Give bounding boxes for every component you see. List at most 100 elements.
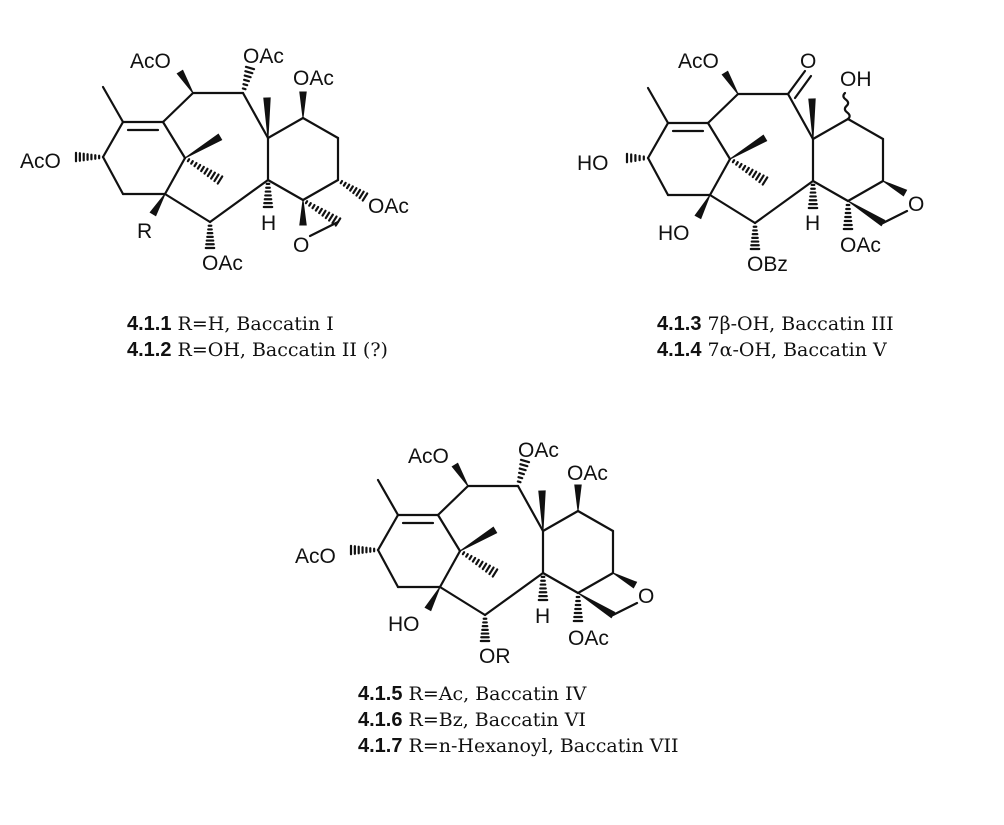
hashed-bond xyxy=(190,160,194,165)
compound-number: 4.1.2 xyxy=(127,339,171,361)
hashed-bond xyxy=(342,181,347,187)
hashed-bond xyxy=(304,200,309,205)
compound-number: 4.1.7 xyxy=(358,735,402,757)
atom-label: OAc xyxy=(368,195,409,218)
wedge-bond xyxy=(847,200,886,227)
hashed-bond xyxy=(355,188,362,197)
atom-label: O xyxy=(800,50,816,73)
wedge-bond xyxy=(451,462,469,487)
single-bond xyxy=(163,192,212,224)
hashed-bond xyxy=(349,185,354,192)
single-bond xyxy=(576,509,615,533)
wedge-bond xyxy=(459,526,498,552)
hashed-bond xyxy=(243,74,252,79)
single-bond xyxy=(646,121,670,160)
hashed-bond xyxy=(345,183,351,190)
atom-label: OBz xyxy=(747,253,788,276)
atom-label: OAc xyxy=(568,627,609,650)
hashed-bond xyxy=(755,172,761,181)
single-bond xyxy=(376,548,400,589)
wedge-bond xyxy=(149,193,166,217)
caption-line: 4.1.7 R=n-Hexanoyl, Baccatin VII xyxy=(358,735,678,757)
hashed-bond xyxy=(741,164,747,171)
hashed-bond xyxy=(213,173,220,183)
caption-line: 4.1.1 R=H, Baccatin I xyxy=(127,313,334,335)
hashed-bond xyxy=(196,163,202,170)
single-bond xyxy=(541,509,580,533)
single-bond xyxy=(101,85,125,124)
hashed-bond xyxy=(468,554,473,561)
single-bond xyxy=(793,74,813,100)
single-bond xyxy=(436,484,470,517)
wedge-bond xyxy=(538,490,546,532)
single-bond xyxy=(786,92,815,141)
atom-label: HO xyxy=(388,613,420,636)
hashed-bond xyxy=(193,161,198,168)
hashed-bond xyxy=(731,159,736,164)
compound-number: 4.1.4 xyxy=(657,339,702,361)
compound-number: 4.1.6 xyxy=(358,709,402,731)
hashed-bond xyxy=(331,215,338,225)
hashed-bond xyxy=(206,169,213,178)
caption-text: 7β-OH, Baccatin III xyxy=(701,313,893,335)
wedge-bond xyxy=(424,586,441,612)
atom-label: OAc xyxy=(243,45,284,68)
single-bond xyxy=(708,157,732,197)
hashed-bond xyxy=(358,190,365,200)
wedge-bond xyxy=(184,133,223,159)
hashed-bond xyxy=(518,467,527,472)
single-bond xyxy=(576,571,615,595)
wedge-bond xyxy=(176,69,194,94)
wedge-bond xyxy=(299,199,307,226)
caption-line: 4.1.2 R=OH, Baccatin II (?) xyxy=(127,339,388,361)
hashed-bond xyxy=(311,203,316,210)
hashed-bond xyxy=(200,165,205,173)
atom-label: AcO xyxy=(295,545,336,568)
hashed-bond xyxy=(210,171,216,180)
atom-label: AcO xyxy=(408,445,449,468)
atom-label: OR xyxy=(479,645,511,668)
structure-baccatin-iii-v: AcO O OH HO O HO H OAc OBz xyxy=(577,50,924,276)
hashed-bond xyxy=(475,558,480,566)
caption-text: R=OH, Baccatin II (?) xyxy=(171,339,387,361)
single-bond xyxy=(301,178,340,202)
hashed-bond xyxy=(758,174,765,184)
substituent-bonds xyxy=(74,65,369,238)
hashed-bond xyxy=(244,70,254,75)
atom-label: O xyxy=(638,585,654,608)
single-bond xyxy=(706,121,732,161)
caption-line: 4.1.3 7β-OH, Baccatin III xyxy=(657,313,894,335)
single-bond xyxy=(516,484,545,533)
wedge-bond xyxy=(729,134,768,160)
caption-line: 4.1.6 R=Bz, Baccatin VI xyxy=(358,709,586,731)
wedge-bond xyxy=(721,70,739,95)
single-bond xyxy=(163,156,187,196)
single-bond xyxy=(646,156,670,197)
wedge-bond xyxy=(574,484,582,512)
hashed-bond xyxy=(748,168,754,176)
taxane-skeleton xyxy=(376,462,615,643)
caption-text: R=Ac, Baccatin IV xyxy=(402,683,586,705)
atom-label: HO xyxy=(577,152,609,175)
caption-line: 4.1.5 R=Ac, Baccatin IV xyxy=(358,683,587,705)
hashed-bond xyxy=(244,65,256,71)
atom-label: O xyxy=(908,193,924,216)
hashed-bond xyxy=(461,551,466,556)
atom-label: OH xyxy=(840,68,872,91)
hashed-bond xyxy=(471,556,477,563)
single-bond xyxy=(161,120,187,160)
hashed-bond xyxy=(361,192,369,202)
hashed-bond xyxy=(186,158,191,163)
atom-label: H xyxy=(805,212,820,235)
wedge-bond xyxy=(299,91,307,119)
atom-label: HO xyxy=(658,222,690,245)
single-bond xyxy=(708,193,757,225)
single-bond xyxy=(881,209,909,225)
atom-label: OAc xyxy=(293,67,334,90)
atom-label: H xyxy=(261,212,276,235)
atom-label: AcO xyxy=(678,50,719,73)
hashed-bond xyxy=(318,207,323,215)
hashed-bond xyxy=(751,170,758,179)
substituent-bonds xyxy=(349,458,639,623)
